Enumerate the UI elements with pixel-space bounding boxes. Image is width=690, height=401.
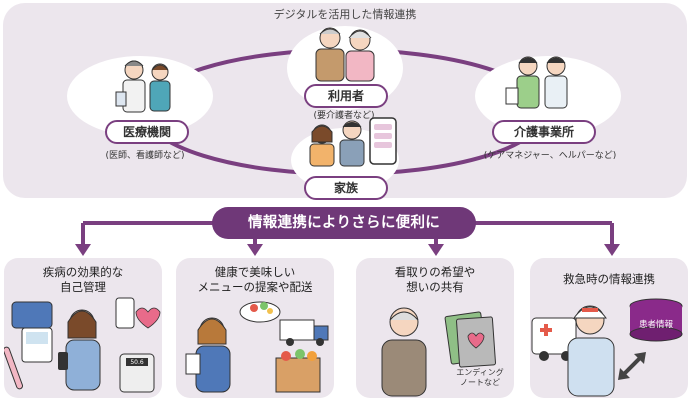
end-of-life-illustration (381, 307, 496, 397)
card-title-line1: 疾病の効果的な (42, 265, 124, 279)
ambulance-icon (531, 317, 577, 355)
heart-icon (135, 307, 161, 329)
card-self-management: 疾病の効果的な 自己管理 50.6 (4, 258, 162, 398)
node-family-label: 家族 (304, 176, 388, 200)
arrow-down-icon (247, 244, 263, 256)
note-label-line1: エンディング (456, 368, 504, 377)
thermometer-icon (4, 346, 23, 390)
heart-icon (467, 332, 485, 349)
card-end-of-life: 看取りの希望や 想いの共有 エンディング ノートなど (356, 258, 514, 398)
elderly-couple-illustration (315, 27, 375, 82)
node-user-label: 利用者 (304, 84, 388, 108)
node-care-sub: (ケアマネジャー、ヘルパーなど) (483, 151, 617, 161)
blood-pressure-cuff-icon (11, 301, 53, 329)
card-title-line2: メニューの提案や配送 (197, 280, 313, 294)
top-title: デジタルを活用した情報連携 (273, 8, 417, 21)
arrow-down-icon (604, 244, 620, 256)
pulse-oximeter-icon (115, 297, 135, 329)
benefit-banner: 情報連携によりさらに便利に (212, 207, 476, 239)
card-meal-delivery: 健康で美味しい メニューの提案や配送 (176, 258, 334, 398)
arrow-down-icon (75, 244, 91, 256)
node-medical-label: 医療機関 (105, 120, 189, 144)
self-management-illustration (4, 297, 161, 393)
meal-delivery-illustration (185, 301, 329, 393)
node-care-label: 介護事業所 (492, 120, 596, 144)
doctor-nurse-illustration (115, 60, 171, 113)
node-medical-sub: (医師、看護師など) (105, 151, 185, 161)
node-user-sub: (要介護者など) (313, 111, 375, 121)
card-title-line1: 救急時の情報連携 (563, 272, 655, 286)
scale-display: 50.6 (130, 359, 144, 366)
arrow-down-icon (428, 244, 444, 256)
family-illustration (309, 117, 397, 167)
card-emergency: 救急時の情報連携 患者情報 (530, 258, 688, 398)
care-workers-illustration (505, 56, 568, 109)
card-title-line1: 健康で美味しい (214, 265, 296, 279)
delivery-truck-icon (279, 319, 315, 341)
emergency-illustration (531, 298, 683, 397)
card-title-line2: 想いの共有 (406, 280, 464, 294)
vegetable-box-icon (275, 357, 321, 393)
smartphone-icon (58, 352, 68, 370)
card-title-line2: 自己管理 (60, 280, 106, 294)
clipboard-icon (185, 353, 201, 375)
card-title-line1: 看取りの希望や (394, 265, 476, 279)
double-arrow-icon (620, 354, 644, 378)
salad-bowl-icon (239, 301, 281, 323)
note-label-line2: ノートなど (460, 378, 500, 387)
patient-info-label: 患者情報 (638, 320, 673, 330)
